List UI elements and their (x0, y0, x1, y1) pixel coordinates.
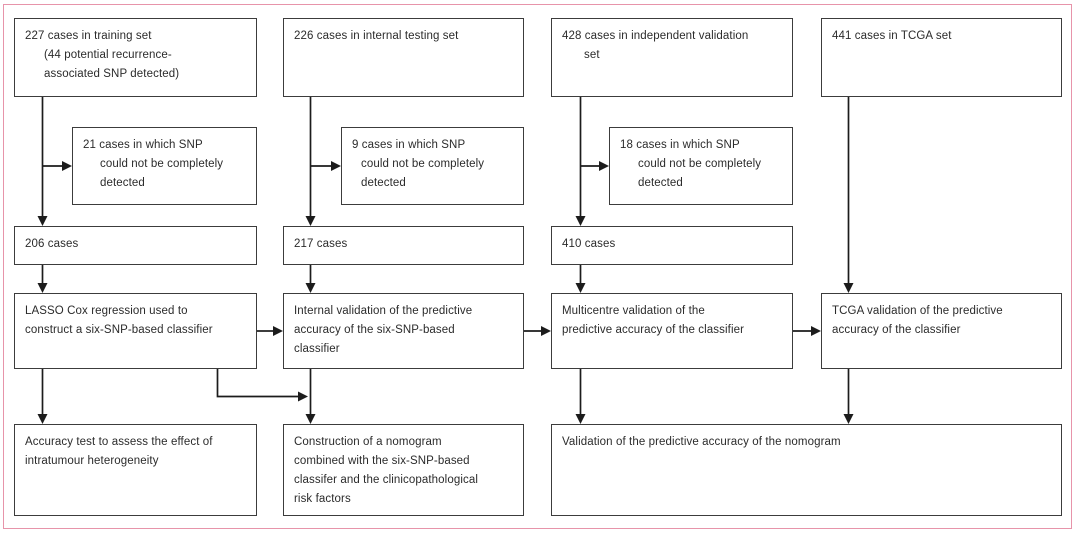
arrow-right-lasso-to-internal (273, 326, 283, 336)
box-text-line: detected (638, 176, 683, 189)
box-excluded-training: 21 cases in which SNP could not be comple… (72, 127, 257, 205)
box-count-training: 206 cases (14, 226, 257, 265)
box-text-line: 441 cases in TCGA set (832, 29, 952, 42)
arrow-down-to-tcga-validation (843, 283, 854, 293)
arrow-down-to-count-internal (305, 216, 316, 226)
box-text-line: intratumour heterogeneity (25, 454, 159, 467)
box-text-line: combined with the six-SNP-based (294, 454, 470, 467)
arrow-right-to-excluded-internal (331, 161, 341, 171)
box-text-line: could not be completely (100, 157, 224, 170)
box-text-line: accuracy of the six-SNP-based (294, 323, 455, 336)
box-text-line: 18 cases in which SNP (620, 138, 740, 151)
box-text-line: 206 cases (25, 237, 79, 250)
column4-connectors (843, 97, 854, 424)
box-text-line: could not be completely (361, 157, 485, 170)
box-text-line: risk factors (294, 492, 351, 505)
box-text-line: 227 cases in training set (25, 29, 152, 42)
box-multicentre-validation: Multicentre validation of the predictive … (551, 293, 793, 369)
box-tcga-set: 441 cases in TCGA set (821, 18, 1062, 97)
arrow-down-to-nomogram-validation-left (575, 414, 586, 424)
box-nomogram-construction: Construction of a nomogram combined with … (283, 424, 524, 516)
box-text-line: 428 cases in independent validation (562, 29, 749, 42)
box-text-line: 217 cases (294, 237, 348, 250)
box-accuracy-test: Accuracy test to assess the effect of int… (14, 424, 257, 516)
box-text-line: detected (100, 176, 145, 189)
box-lasso-classifier: LASSO Cox regression used to construct a … (14, 293, 257, 369)
box-text-line: classifier (294, 342, 340, 355)
box-count-internal: 217 cases (283, 226, 524, 265)
arrow-right-to-excluded-validation (599, 161, 609, 171)
box-text-line: 9 cases in which SNP (352, 138, 466, 151)
arrow-right-multicentre-to-tcga (811, 326, 821, 336)
box-text-line: TCGA validation of the predictive (832, 304, 1003, 317)
arrow-down-to-lasso (37, 283, 48, 293)
box-internal-validation: Internal validation of the predictive acc… (283, 293, 524, 369)
box-text-line: could not be completely (638, 157, 762, 170)
arrow-down-to-count-training (37, 216, 48, 226)
box-text-line: predictive accuracy of the classifier (562, 323, 745, 336)
box-independent-validation-set: 428 cases in independent validation set (551, 18, 793, 97)
arrow-down-to-nomogram-validation-right (843, 414, 854, 424)
box-internal-testing-set: 226 cases in internal testing set (283, 18, 524, 97)
box-excluded-internal: 9 cases in which SNP could not be complet… (341, 127, 524, 205)
box-text-line: Internal validation of the predictive (294, 304, 473, 317)
box-text-line: LASSO Cox regression used to (25, 304, 188, 317)
box-text-line: 410 cases (562, 237, 616, 250)
box-nomogram-validation: Validation of the predictive accuracy of… (551, 424, 1062, 516)
box-text-line: set (584, 48, 600, 61)
box-text-line: classifer and the clinicopathological (294, 473, 478, 486)
box-text-line: Multicentre validation of the (562, 304, 705, 317)
box-text-line: 226 cases in internal testing set (294, 29, 459, 42)
arrow-down-to-multicentre-validation (575, 283, 586, 293)
elbow-lasso-to-nomogram (216, 369, 299, 398)
box-text-line: Accuracy test to assess the effect of (25, 435, 213, 448)
arrow-down-to-nomogram-construction (305, 414, 316, 424)
arrow-down-to-accuracy-test (37, 414, 48, 424)
box-tcga-validation: TCGA validation of the predictive accurac… (821, 293, 1062, 369)
box-text-line: detected (361, 176, 406, 189)
arrow-right-elbow-tip (298, 391, 308, 402)
box-training-set: 227 cases in training set (44 potential r… (14, 18, 257, 97)
box-text-line: accuracy of the classifier (832, 323, 961, 336)
box-excluded-validation: 18 cases in which SNP could not be comple… (609, 127, 793, 205)
box-text-line: 21 cases in which SNP (83, 138, 203, 151)
box-text-line: construct a six-SNP-based classifier (25, 323, 213, 336)
arrow-down-to-internal-validation (305, 283, 316, 293)
box-text-line: Validation of the predictive accuracy of… (562, 435, 841, 448)
box-text-line: associated SNP detected) (44, 67, 180, 80)
box-text-line: Construction of a nomogram (294, 435, 442, 448)
arrow-right-to-excluded-training (62, 161, 72, 171)
box-count-validation: 410 cases (551, 226, 793, 265)
arrow-down-to-count-validation (575, 216, 586, 226)
box-text-line: (44 potential recurrence- (44, 48, 172, 61)
arrow-right-internal-to-multicentre (541, 326, 551, 336)
